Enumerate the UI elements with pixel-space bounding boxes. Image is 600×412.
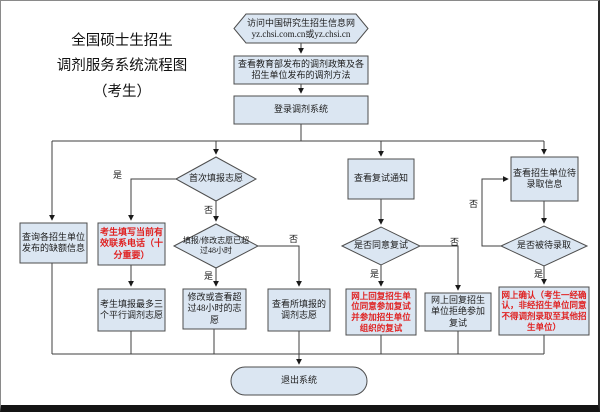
exit-system-text: 退出系统 — [280, 375, 317, 386]
diamond-first-time-fill — [174, 156, 258, 202]
fill-phone-text: 考生填写当前有效联系电话（十分重要） — [100, 227, 164, 260]
end-stadium-exit-system — [230, 366, 368, 396]
diagram-title-line2: 调剂服务系统流程图 — [56, 58, 188, 75]
diamond-is-pending-admitted — [499, 225, 589, 267]
diagram-title: 全国硕士生招生 调剂服务系统流程图 （考生） — [29, 29, 215, 105]
diagram-title-line3: （考生） — [93, 83, 151, 100]
confirm-online-text: 网上确认（考生一经确认，非经招生单位同意不得调剂录取至其他招生单位） — [501, 289, 587, 332]
box-reply-refuse-retest — [424, 292, 492, 332]
box-view-retest-notice — [347, 158, 415, 200]
fill-three-wishes-text: 考生填报最多三个平行调剂志愿 — [100, 298, 164, 320]
connector-lines — [49, 43, 547, 365]
branch-label-yes-pending-admitted: 是 — [534, 269, 544, 279]
view-policy-text: 查看教育部发布的调剂政策及各招生单位发布的调剂方法 — [237, 58, 364, 80]
agree-retest-text: 是否同意复试 — [353, 240, 408, 251]
is-pending-admitted-text: 是否被待录取 — [516, 240, 571, 251]
box-fill-three-wishes — [97, 288, 166, 332]
branch-label-no-first-time: 否 — [204, 205, 214, 215]
branch-label-no-agree-retest: 否 — [450, 237, 460, 247]
branch-label-yes-first-time: 是 — [113, 170, 123, 180]
view-filled-wishes-text: 查看所填报的调剂志愿 — [271, 298, 326, 320]
box-query-vacancy — [19, 222, 88, 264]
visit-site-line2: yz.chsi.com.cn或yz.chsi.cn — [251, 29, 351, 39]
branch-label-yes-over48: 是 — [204, 271, 214, 281]
start-hexagon-visit-site — [233, 13, 369, 44]
branch-label-no-pending-admitted: 否 — [469, 199, 479, 209]
start-hexagon-text: 访问中国研究生招生信息网 yz.chsi.com.cn或yz.chsi.cn — [239, 16, 363, 42]
box-view-filled-wishes — [267, 288, 331, 332]
view-pending-admission-text: 查看招生单位待录取信息 — [513, 167, 577, 189]
diamond-over-48-hours — [172, 223, 260, 269]
branch-label-no-over48: 否 — [289, 234, 299, 244]
box-login-system — [233, 95, 369, 125]
modify-or-view-48h-text: 修改或查看超过48小时的志愿 — [187, 292, 242, 325]
box-view-policy — [233, 55, 369, 85]
query-vacancy-text: 查询各招生单位发布的缺额信息 — [22, 231, 86, 253]
diagram-title-line1: 全国硕士生招生 — [71, 33, 173, 49]
box-reply-agree-retest — [345, 288, 417, 336]
box-view-pending-admission — [510, 156, 579, 202]
reply-agree-retest-text: 网上回复招生单位同意参加复试并参加招生单位组织的复试 — [351, 290, 411, 333]
over-48-hours-text: 填报/修改志愿已超过48小时 — [182, 236, 250, 255]
diamond-agree-retest — [340, 226, 422, 266]
box-modify-or-view-48h — [182, 288, 247, 330]
login-system-text: 登录调剂系统 — [273, 104, 328, 115]
box-fill-phone — [97, 222, 166, 266]
box-confirm-online — [498, 286, 590, 336]
branch-label-yes-agree-retest: 是 — [370, 269, 380, 279]
visit-site-line1: 访问中国研究生招生信息网 — [246, 17, 355, 28]
reply-refuse-retest-text: 网上回复招生单位拒绝参加复试 — [430, 295, 485, 328]
view-retest-notice-text: 查看复试通知 — [353, 173, 408, 184]
first-time-fill-text: 首次填报志愿 — [188, 173, 243, 184]
